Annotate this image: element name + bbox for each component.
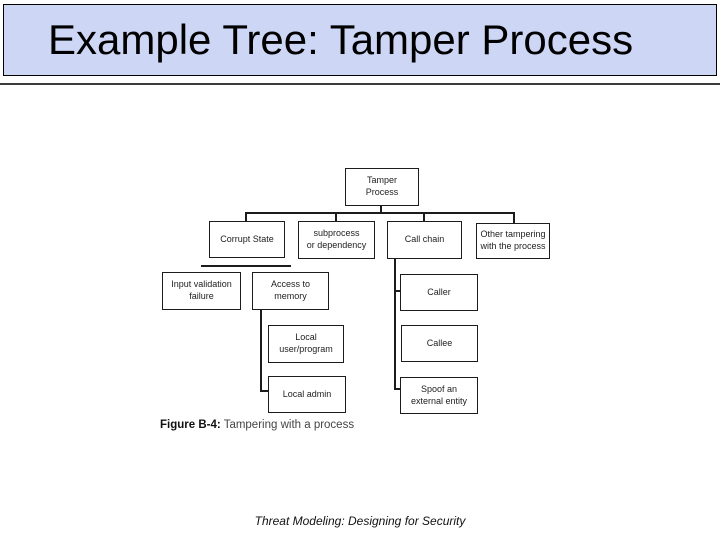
tree-node-other-tampering: Other tampering with the process xyxy=(476,223,550,259)
slide-title-bar: Example Tree: Tamper Process xyxy=(3,4,717,76)
connector-drop-subprocess xyxy=(335,212,337,222)
connector-level1-rail xyxy=(245,212,514,214)
connector-drop-corrupt xyxy=(245,212,247,222)
connector-drop-callchain xyxy=(423,212,425,222)
slide-title: Example Tree: Tamper Process xyxy=(48,16,634,63)
tree-node-call-chain: Call chain xyxy=(387,221,462,259)
connector-corrupt-rail xyxy=(201,265,291,267)
tree-node-access-memory: Access to memory xyxy=(252,272,329,310)
figure-caption: Figure B-4: Tampering with a process xyxy=(160,419,354,431)
tree-node-callee: Callee xyxy=(401,325,478,362)
tree-node-local-admin: Local admin xyxy=(268,376,346,413)
connector-spoof-elbow xyxy=(394,388,401,390)
tree-node-corrupt-state: Corrupt State xyxy=(209,221,285,258)
tree-node-tamper-process: Tamper Process xyxy=(345,168,419,206)
connector-access-vertical xyxy=(260,309,262,391)
slide-footer: Threat Modeling: Designing for Security xyxy=(254,514,466,528)
figure-caption-text: Tampering with a process xyxy=(220,419,355,431)
figure-caption-label: Figure B-4: xyxy=(160,419,221,431)
tree-node-subprocess: subprocess or dependency xyxy=(298,221,375,259)
connector-drop-other xyxy=(513,212,515,224)
tree-node-caller: Caller xyxy=(400,274,478,311)
tree-node-input-validation: Input validation failure xyxy=(162,272,241,310)
tree-node-local-user: Local user/program xyxy=(268,325,344,363)
tree-node-spoof-entity: Spoof an external entity xyxy=(400,377,478,414)
title-separator-rule xyxy=(0,83,720,85)
connector-callchain-vertical xyxy=(394,258,396,389)
connector-localadmin-elbow xyxy=(260,390,269,392)
connector-root-stub xyxy=(380,204,382,213)
connector-caller-stub xyxy=(394,290,401,292)
